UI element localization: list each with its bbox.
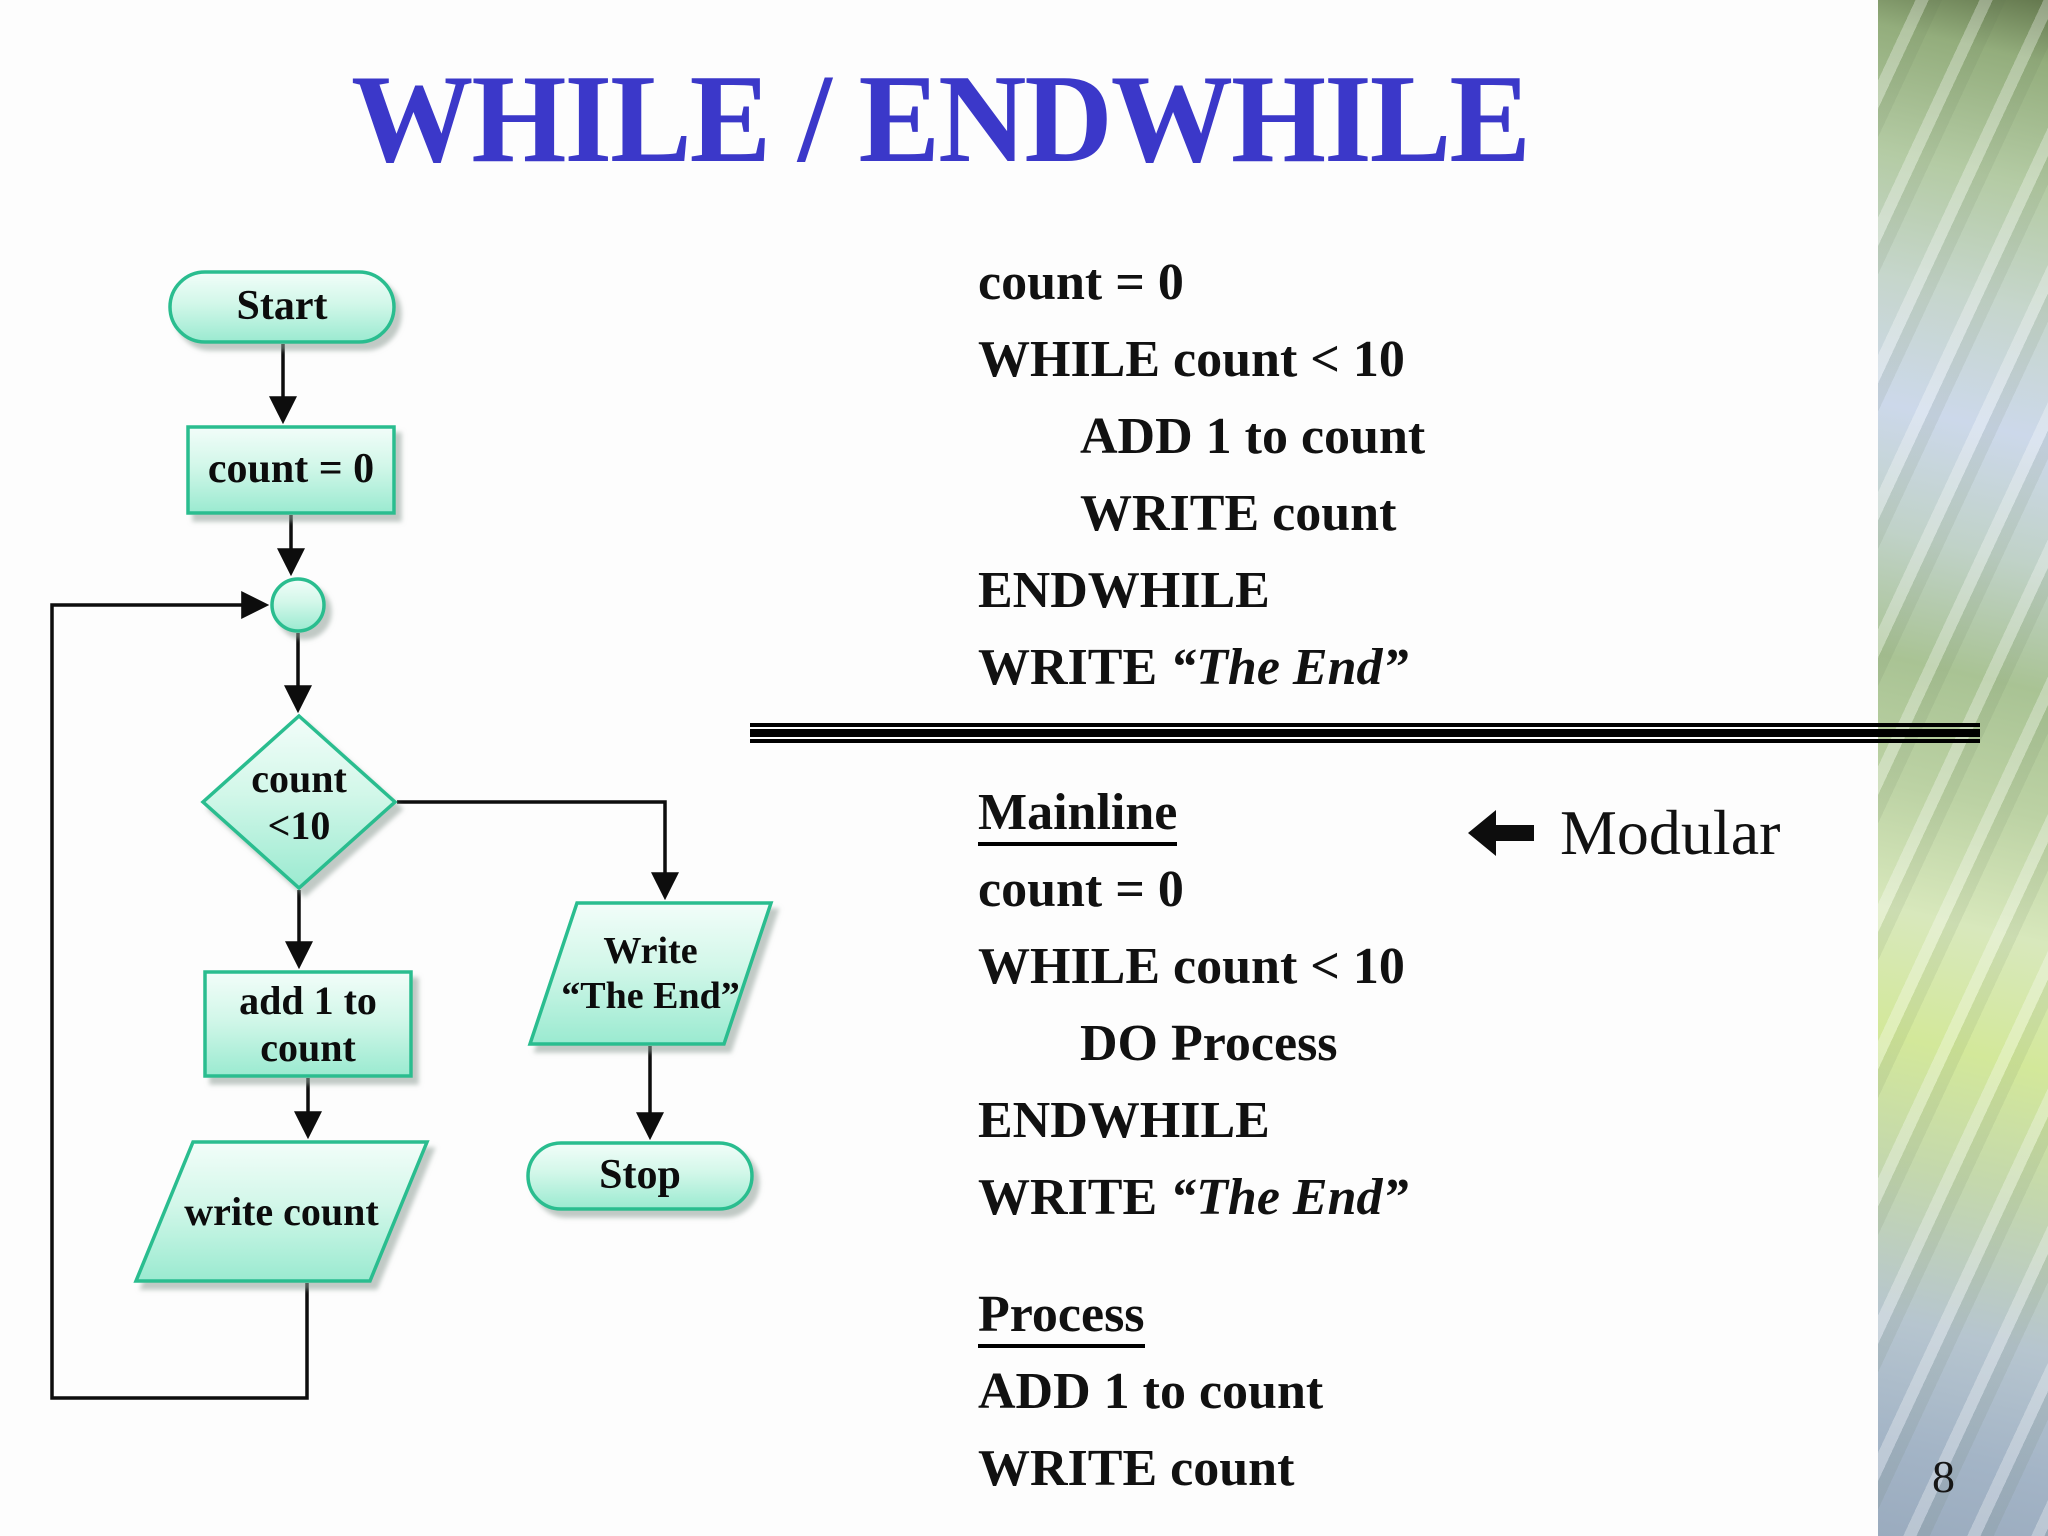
page-number: 8 <box>1932 1451 1955 1502</box>
write-count-label: write count <box>184 1188 379 1234</box>
code-line: DO Process <box>1080 1015 1338 1072</box>
decision-label: count <10 <box>203 716 395 888</box>
pseudocode-block-mainline: Mainline count = 0 WHILE count < 10 DO P… <box>978 774 1838 1236</box>
decision-diamond-shape <box>200 713 398 891</box>
code-heading: Process <box>978 1276 1838 1353</box>
connector-loop-back <box>50 591 309 1400</box>
write-end-label-line2: “The End” <box>561 974 740 1017</box>
stop-terminator-shape <box>526 1141 754 1211</box>
code-heading: Mainline <box>978 774 1838 851</box>
code-line: count = 0 <box>978 254 1184 311</box>
code-line: WRITE “The End” <box>978 629 1838 706</box>
left-arrow-icon <box>1468 810 1534 856</box>
write-end-label-line1: Write <box>603 929 698 972</box>
mainline-heading: Mainline <box>978 784 1178 847</box>
init-label: count = 0 <box>207 446 375 493</box>
add-process-shape <box>203 970 413 1078</box>
write-end-io-shape <box>527 901 774 1046</box>
code-line: WHILE count < 10 <box>978 331 1405 388</box>
code-string-literal: “The End” <box>1170 639 1409 696</box>
process-heading: Process <box>978 1286 1145 1349</box>
code-line: ADD 1 to count <box>1080 408 1426 465</box>
init-process-shape <box>186 425 396 515</box>
separator-double-line <box>750 723 1980 743</box>
start-terminator-shape <box>168 270 396 344</box>
add-label: add 1 to count <box>205 972 411 1076</box>
write-count-io-shape <box>133 1140 430 1283</box>
start-label: Start <box>236 283 328 330</box>
code-string-literal: “The End” <box>1170 1169 1409 1226</box>
code-line: WRITE count <box>1080 485 1397 542</box>
stop-label: Stop <box>599 1152 681 1199</box>
code-keyword: WRITE <box>978 1169 1171 1226</box>
add-label-line1: add 1 to <box>239 977 377 1023</box>
junction-circle-shape <box>270 577 326 633</box>
pseudocode-block-1: count = 0 WHILE count < 10 ADD 1 to coun… <box>978 244 1838 706</box>
decision-label-line1: count <box>251 755 347 801</box>
slide-title: WHILE / ENDWHILE <box>351 50 1531 189</box>
modular-label: Modular <box>1560 797 1781 868</box>
pseudocode-block-process: Process ADD 1 to count WRITE count <box>978 1276 1838 1507</box>
decorative-side-stripe <box>1878 0 2048 1536</box>
code-keyword: WRITE <box>978 639 1171 696</box>
code-line: count = 0 <box>978 861 1184 918</box>
decision-label-line2: <10 <box>267 803 331 848</box>
code-line: WHILE count < 10 <box>978 938 1405 995</box>
connector-decision-to-write-end <box>397 800 679 901</box>
code-line: WRITE count <box>978 1440 1295 1497</box>
modular-callout: Modular <box>1468 796 1780 870</box>
code-line: ENDWHILE <box>978 1092 1270 1149</box>
code-line: ADD 1 to count <box>978 1363 1324 1420</box>
write-end-label: Write “The End” <box>530 903 771 1044</box>
add-label-line2: count <box>260 1025 356 1070</box>
code-line: ENDWHILE <box>978 562 1270 619</box>
code-line: WRITE “The End” <box>978 1159 1838 1236</box>
